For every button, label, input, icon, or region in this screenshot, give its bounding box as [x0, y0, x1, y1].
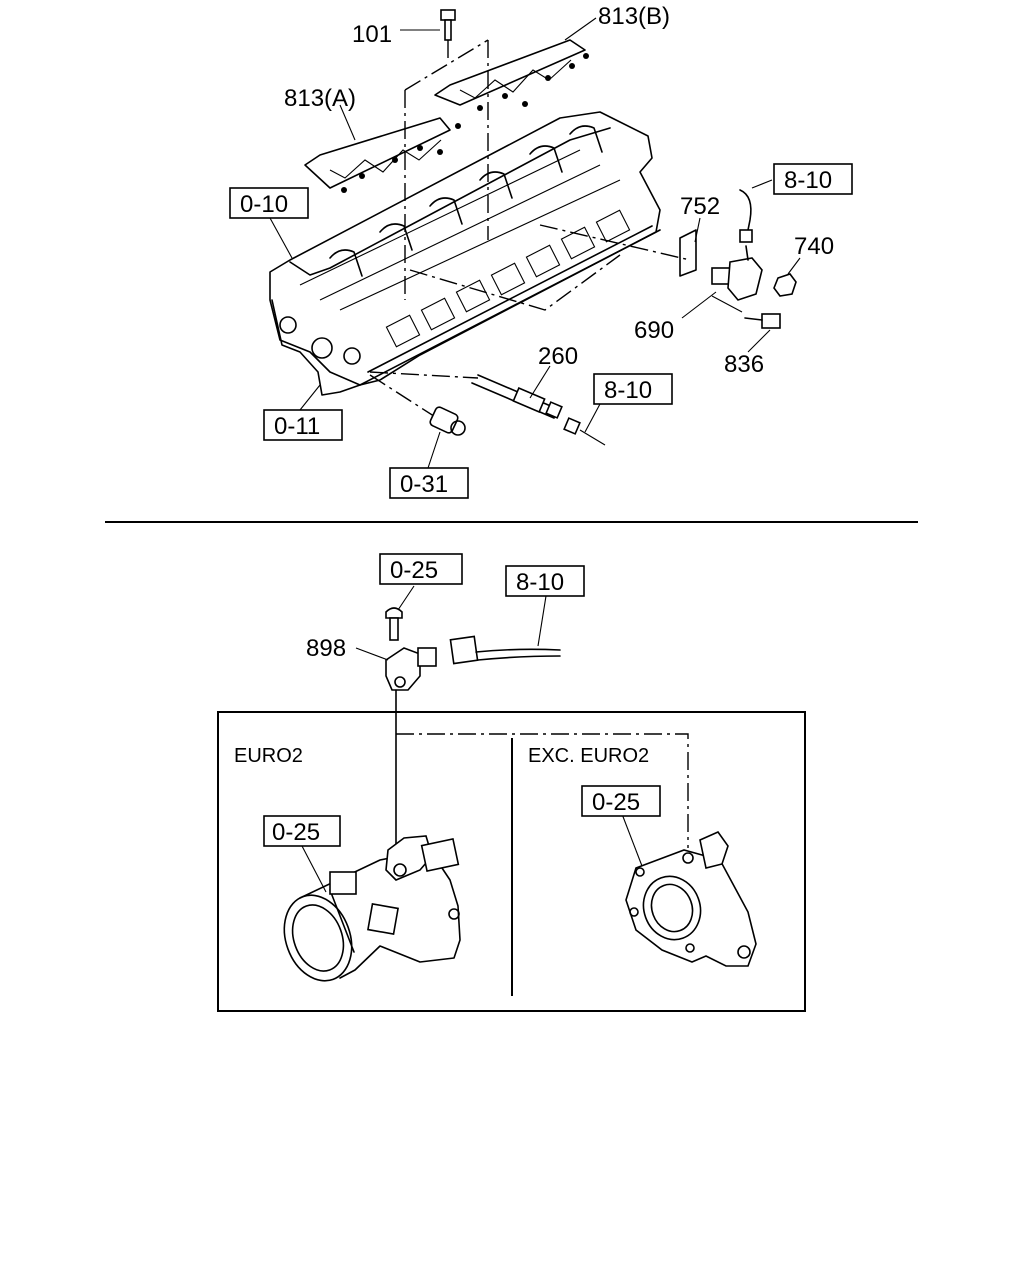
refbox-0-31-frame: [389, 467, 469, 499]
callout-836: 836: [724, 351, 764, 378]
callout-690: 690: [634, 317, 674, 344]
gasket-813a-drawing: [304, 117, 461, 193]
housing-exc-euro2-drawing: [625, 831, 757, 967]
refbox-0-11-frame: [263, 409, 343, 441]
guide-lines-bottom: [395, 689, 689, 861]
refbox-8-10-bottom-frame: [505, 565, 585, 597]
refbox-8-10-mid[interactable]: 8-10: [604, 377, 652, 404]
bolt-101-drawing: [440, 9, 456, 60]
plug-031-drawing: [369, 374, 466, 436]
region-euro2: EURO2: [234, 745, 303, 767]
callout-740: 740: [794, 233, 834, 260]
throttle-body-euro2-drawing: [283, 835, 461, 982]
refbox-8-10-mid-frame: [593, 373, 673, 405]
refbox-8-10-bottom[interactable]: 8-10: [516, 569, 564, 596]
refbox-0-25-right[interactable]: 0-25: [592, 789, 640, 816]
refbox-0-25-top-frame: [379, 553, 463, 585]
refbox-0-11[interactable]: 0-11: [274, 413, 320, 440]
region-exc-euro2: EXC. EURO2: [528, 745, 649, 767]
refbox-0-10-frame: [229, 187, 309, 219]
callout-752: 752: [680, 193, 720, 220]
variant-frame: [217, 711, 806, 1012]
cylinder-head-drawing: [269, 111, 691, 396]
refbox-0-25-right-frame: [581, 785, 661, 817]
callout-260: 260: [538, 343, 578, 370]
gasket-813b-drawing: [434, 39, 589, 111]
sensor-898-drawing: [385, 647, 437, 691]
callout-813a: 813(A): [284, 85, 356, 112]
refbox-0-31[interactable]: 0-31: [400, 471, 448, 498]
harness-810-drawing: [449, 635, 561, 665]
sensor-690-drawing: [679, 189, 797, 329]
sensor-260-drawing: [369, 371, 606, 446]
refbox-0-25-left-frame: [263, 815, 341, 847]
guide-lines-top: [404, 39, 489, 300]
refbox-0-10[interactable]: 0-10: [240, 191, 288, 218]
bolt-025-drawing: [385, 607, 403, 641]
refbox-0-25-left[interactable]: 0-25: [272, 819, 320, 846]
refbox-8-10-top-frame: [773, 163, 853, 195]
leaders-top: [269, 17, 801, 469]
refbox-0-25-top[interactable]: 0-25: [390, 557, 438, 584]
callout-898: 898: [306, 635, 346, 662]
callout-813b: 813(B): [598, 3, 670, 30]
callout-101: 101: [352, 21, 392, 48]
refbox-8-10-top[interactable]: 8-10: [784, 167, 832, 194]
